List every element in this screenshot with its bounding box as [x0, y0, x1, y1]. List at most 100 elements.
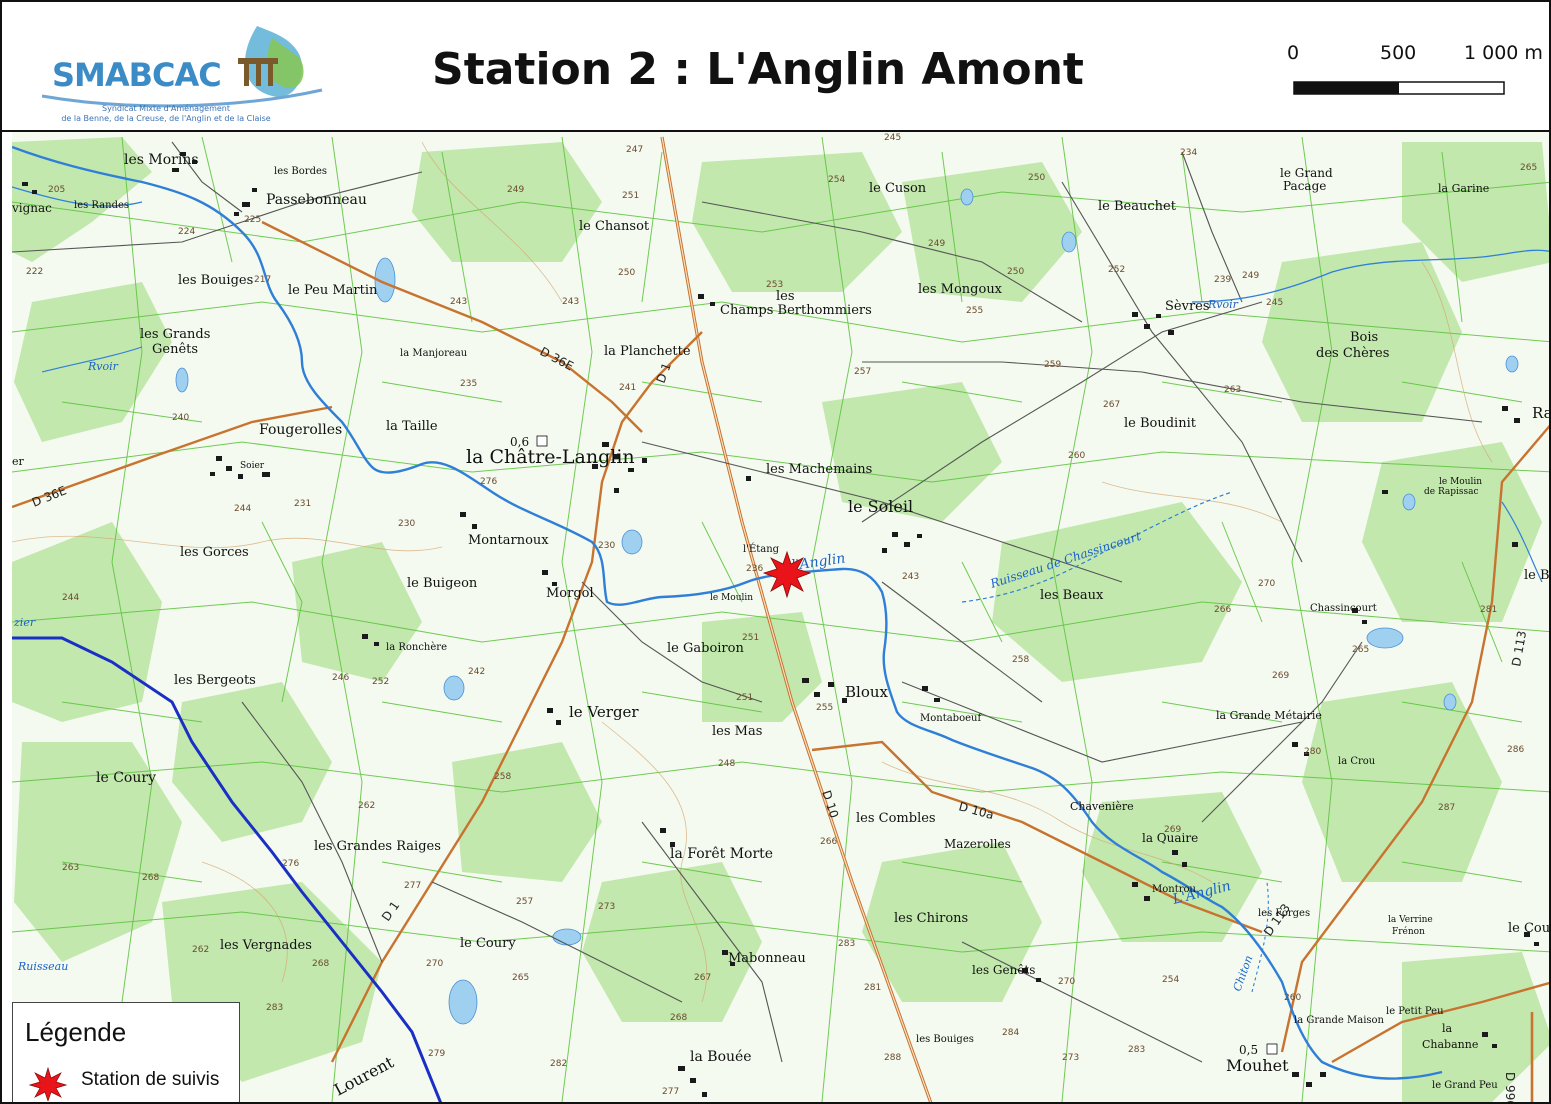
svg-text:Rvoir: Rvoir — [1207, 298, 1239, 311]
place-label: Genêts — [152, 342, 198, 357]
svg-text:249: 249 — [928, 239, 945, 249]
svg-text:246: 246 — [332, 673, 349, 683]
place-label: les Beaux — [1040, 588, 1104, 603]
svg-text:222: 222 — [26, 267, 43, 277]
svg-text:263: 263 — [1224, 385, 1241, 395]
svg-text:265: 265 — [512, 973, 529, 983]
svg-text:D 36E: D 36E — [30, 483, 69, 509]
scale-bar-graphic — [1293, 81, 1505, 95]
svg-text:268: 268 — [142, 873, 159, 883]
settlements — [22, 152, 1539, 1097]
scale-bar: 0 500 1 000 m — [1286, 42, 1549, 112]
svg-text:277: 277 — [662, 1087, 679, 1097]
svg-text:265: 265 — [1352, 645, 1369, 655]
place-label: la Grande Métairie — [1216, 709, 1322, 722]
place-label: des Chères — [1316, 346, 1389, 361]
svg-text:283: 283 — [1128, 1045, 1145, 1055]
boundary-line — [12, 636, 442, 1102]
place-label: le Petit Peu — [1386, 1006, 1444, 1017]
place-label-town: la Châtre-Langlin — [466, 446, 635, 468]
svg-text:225: 225 — [244, 215, 261, 225]
place-label: le Gaboiron — [667, 641, 744, 656]
svg-text:230: 230 — [398, 519, 415, 529]
svg-text:254: 254 — [828, 175, 845, 185]
contour-lines — [12, 141, 1493, 1003]
place-label: la Quaire — [1142, 831, 1198, 845]
svg-text:D 990: D 990 — [1503, 1072, 1517, 1104]
place-label: la Grande Maison — [1294, 1015, 1385, 1026]
svg-text:D 36E: D 36E — [538, 344, 576, 373]
place-label: le Courg — [1508, 921, 1551, 936]
svg-text:253: 253 — [766, 280, 783, 290]
place-label: la Manjoreau — [400, 348, 468, 359]
svg-text:235: 235 — [460, 379, 477, 389]
place-label: le Beauchet — [1098, 199, 1177, 214]
place-label: la Forêt Morte — [670, 846, 773, 862]
svg-text:287: 287 — [1438, 803, 1455, 813]
place-label: les Machemains — [766, 462, 872, 477]
svg-text:266: 266 — [820, 837, 837, 847]
svg-text:265: 265 — [1520, 163, 1537, 173]
svg-text:270: 270 — [1258, 579, 1275, 589]
place-label: Champs Berthommiers — [720, 303, 872, 318]
field-boundaries — [12, 136, 1549, 1102]
svg-text:245: 245 — [884, 133, 901, 143]
place-label: le Chansot — [579, 219, 650, 234]
svg-text:257: 257 — [516, 897, 533, 907]
svg-text:251: 251 — [736, 693, 753, 703]
place-label: les Morins — [124, 152, 199, 168]
svg-text:236: 236 — [746, 564, 763, 574]
svg-text:262: 262 — [358, 801, 375, 811]
place-label: le Cuson — [869, 181, 927, 196]
svg-text:281: 281 — [1480, 605, 1497, 615]
svg-text:243: 243 — [562, 297, 579, 307]
place-label: Fougerolles — [259, 422, 342, 438]
place-label: la Crou — [1338, 756, 1376, 767]
svg-text:263: 263 — [62, 863, 79, 873]
legend: Légende Station de suivis — [12, 1002, 240, 1102]
place-label: le Soleil — [848, 497, 913, 516]
place-label: er — [12, 455, 25, 468]
svg-text:D 1: D 1 — [654, 361, 674, 385]
svg-text:244: 244 — [62, 593, 79, 603]
station-marker[interactable] — [762, 550, 812, 599]
place-label: les Vergnades — [220, 938, 312, 953]
roads — [12, 136, 1549, 1102]
svg-text:252: 252 — [372, 677, 389, 687]
svg-text:267: 267 — [1103, 400, 1120, 410]
svg-text:0,5: 0,5 — [1239, 1043, 1258, 1057]
place-label: la Ronchère — [386, 642, 447, 653]
place-label: Soier — [240, 461, 265, 471]
place-label: la Verrine — [1388, 915, 1433, 925]
svg-text:283: 283 — [838, 939, 855, 949]
svg-text:259: 259 — [1044, 360, 1061, 370]
station-star-icon[interactable] — [762, 550, 812, 599]
place-label: les Bouiges — [916, 1034, 974, 1045]
svg-text:D 1: D 1 — [379, 899, 402, 924]
svg-text:249: 249 — [507, 185, 524, 195]
place-label: la — [1442, 1022, 1453, 1035]
svg-text:243: 243 — [450, 297, 467, 307]
place-label: le Grand Peu — [1432, 1080, 1498, 1091]
svg-text:258: 258 — [1012, 655, 1029, 665]
place-label: les Grands — [140, 327, 210, 342]
svg-text:234: 234 — [1180, 148, 1197, 158]
place-label: le Coury — [96, 770, 156, 786]
svg-text:270: 270 — [426, 959, 443, 969]
svg-text:245: 245 — [1266, 298, 1283, 308]
place-label: la Taille — [386, 419, 438, 434]
svg-text:0,6: 0,6 — [510, 435, 529, 449]
svg-text:273: 273 — [598, 902, 615, 912]
svg-text:282: 282 — [550, 1059, 567, 1069]
svg-text:Chiton: Chiton — [1231, 954, 1256, 993]
svg-text:288: 288 — [884, 1053, 901, 1063]
svg-text:242: 242 — [468, 667, 485, 677]
place-label: le Buigeon — [407, 576, 478, 591]
place-label: Montarnoux — [468, 533, 549, 548]
place-label: les Genêts — [972, 963, 1035, 977]
smabcac-logo: SMABCAC Syndicat Mixte d'Aménagement de … — [32, 18, 332, 123]
counting-points: 0,6 0,5 — [510, 435, 1278, 1057]
svg-text:258: 258 — [494, 772, 511, 782]
svg-text:241: 241 — [619, 383, 636, 393]
